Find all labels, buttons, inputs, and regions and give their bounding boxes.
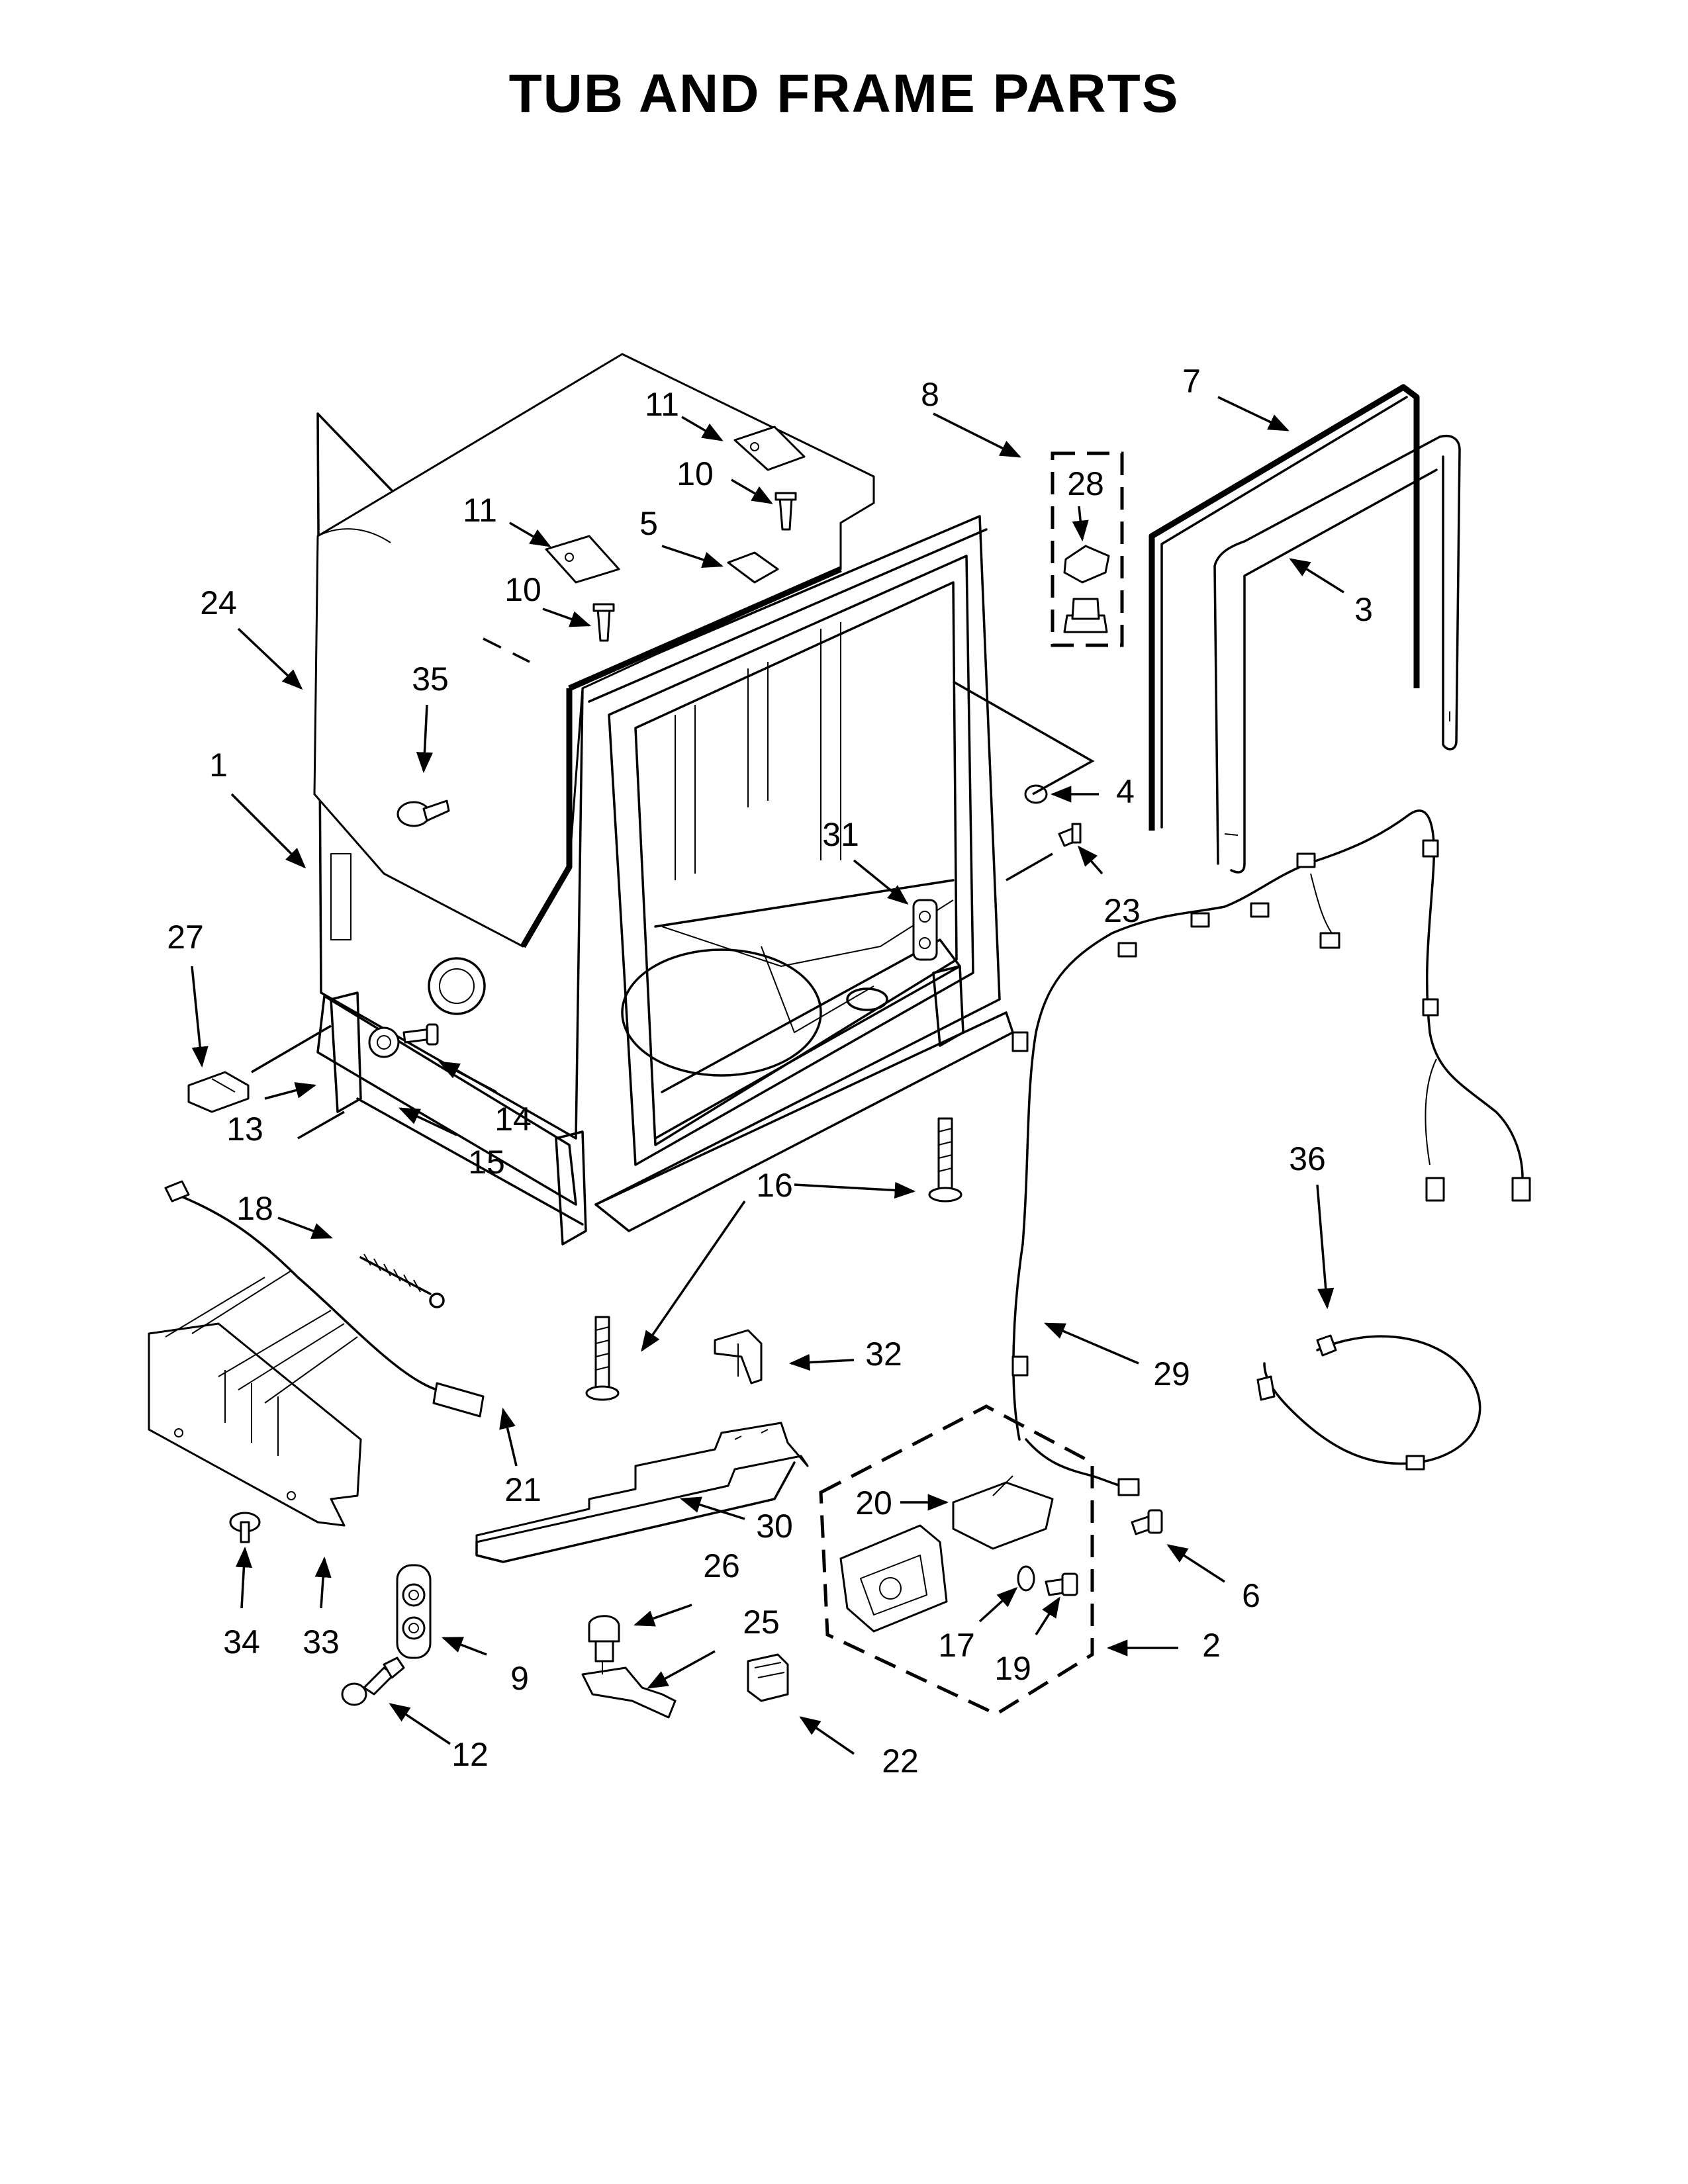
callout-26: 26: [703, 1547, 740, 1584]
door-switch: [588, 1615, 620, 1662]
push-pin-fastener: [397, 799, 450, 827]
tub-gasket: [1213, 435, 1461, 874]
leveling-leg-front: [585, 1316, 620, 1401]
callout-23: 23: [1103, 892, 1141, 929]
insulation-blanket: [313, 353, 875, 948]
callout-18: 18: [236, 1190, 273, 1227]
callout-9: 9: [510, 1660, 529, 1697]
callout-6: 6: [1242, 1577, 1260, 1614]
access-panel: [475, 1422, 809, 1563]
callout-19: 19: [994, 1650, 1031, 1687]
mounting-clip: [187, 1071, 250, 1113]
callout-labels: 1 2 3 4 5 6 7 8 9 10 10 11 11 12 13 14 1…: [167, 363, 1373, 1780]
callout-11-upper: 11: [645, 386, 679, 423]
callout-22: 22: [882, 1743, 919, 1780]
callout-2: 2: [1202, 1627, 1221, 1664]
wire-harness: [1011, 809, 1531, 1496]
callout-8: 8: [921, 376, 939, 413]
door-spring: [359, 1253, 445, 1308]
push-rivet: [229, 1512, 261, 1543]
bracket-screw: [402, 1023, 439, 1046]
callout-25: 25: [743, 1604, 780, 1641]
hinge-bracket-lower: [545, 535, 620, 584]
callout-20: 20: [855, 1484, 892, 1522]
hose-clamp-bracket: [396, 1564, 432, 1659]
callout-13: 13: [226, 1111, 263, 1148]
latch-screw: [1131, 1509, 1163, 1535]
callout-1: 1: [209, 747, 228, 784]
inlet-fitting: [912, 899, 938, 961]
hose-clamp: [368, 1026, 400, 1058]
leveling-leg-rear: [928, 1117, 962, 1203]
callout-29: 29: [1153, 1355, 1190, 1392]
vent-clip: [727, 551, 779, 584]
callout-12: 12: [451, 1736, 489, 1773]
wire-connector: [747, 1653, 789, 1702]
callout-28: 28: [1067, 465, 1104, 502]
hinge-bracket-upper: [733, 426, 806, 471]
hinge-screw-lower: [592, 603, 615, 642]
callout-21: 21: [504, 1471, 541, 1508]
vent-assembly-group: [1051, 451, 1124, 647]
callout-33: 33: [303, 1623, 340, 1661]
callout-4: 4: [1116, 773, 1135, 810]
callout-17: 17: [938, 1627, 975, 1664]
door-cable: [164, 1180, 485, 1418]
callout-24: 24: [200, 584, 237, 621]
tub-assembly: [316, 412, 1014, 1246]
callout-14: 14: [494, 1101, 532, 1138]
callout-10-lower: 10: [504, 571, 541, 608]
callout-15: 15: [468, 1144, 505, 1181]
door-gasket: [1149, 384, 1420, 831]
leader-lines: [191, 396, 1344, 1755]
callout-5: 5: [639, 505, 658, 542]
door-latch-group: [819, 1404, 1094, 1716]
page-title: TUB AND FRAME PARTS: [508, 64, 1180, 124]
switch-bracket: [581, 1661, 677, 1719]
leg-bracket: [714, 1329, 763, 1385]
sensor-cable: [1256, 1334, 1481, 1471]
callout-36: 36: [1289, 1140, 1326, 1177]
callout-34: 34: [223, 1623, 260, 1661]
hinge-screw-upper: [774, 492, 797, 531]
callout-27: 27: [167, 919, 204, 956]
callout-7: 7: [1182, 363, 1201, 400]
callout-32: 32: [865, 1336, 902, 1373]
callout-16: 16: [756, 1167, 793, 1204]
callout-10-upper: 10: [677, 455, 714, 492]
callout-11-lower: 11: [463, 492, 497, 529]
callout-3: 3: [1354, 591, 1373, 628]
toe-panel-insulation: [148, 1270, 362, 1527]
shoulder-screw: [1058, 823, 1082, 847]
callout-30: 30: [756, 1508, 793, 1545]
callout-31: 31: [822, 816, 859, 853]
hex-screw: [341, 1657, 405, 1706]
callout-35: 35: [412, 660, 449, 698]
